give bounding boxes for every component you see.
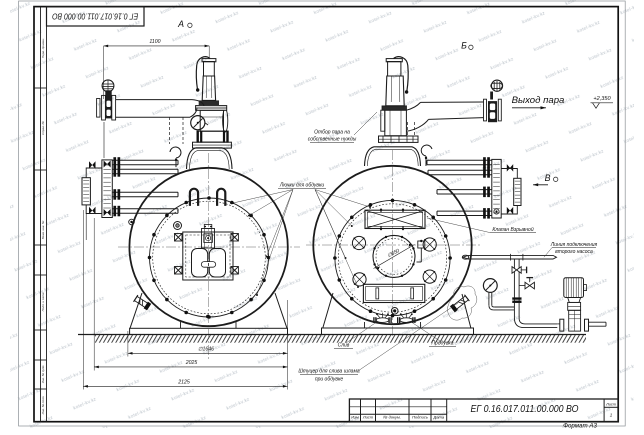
svg-text:Инв. № дубл.: Инв. № дубл.	[41, 365, 45, 384]
svg-text:+2,350: +2,350	[593, 96, 611, 102]
svg-text:Выход пара: Выход пара	[512, 95, 565, 106]
svg-text:Продувка: Продувка	[431, 341, 453, 347]
svg-text:Лючки для обдувки: Лючки для обдувки	[279, 183, 325, 189]
svg-text:Клапан Взрывной: Клапан Взрывной	[492, 226, 533, 233]
svg-text:1100: 1100	[149, 39, 160, 45]
svg-text:ЕГ 0.16.017.011.00.000 ВО: ЕГ 0.16.017.011.00.000 ВО	[52, 11, 138, 20]
svg-text:второго насоса: второго насоса	[555, 249, 593, 255]
svg-text:Изм: Изм	[351, 414, 359, 419]
svg-text:Б: Б	[461, 41, 467, 51]
svg-text:∅1646: ∅1646	[198, 347, 214, 353]
svg-text:Штуцер для слива шлама: Штуцер для слива шлама	[298, 369, 360, 375]
svg-text:2025: 2025	[185, 360, 198, 366]
svg-text:Отбор пара на: Отбор пара на	[314, 130, 350, 136]
svg-text:Лист: Лист	[362, 414, 374, 419]
svg-text:Дата: Дата	[433, 414, 445, 419]
svg-text:Справ. №: Справ. №	[41, 120, 45, 134]
svg-text:В: В	[545, 173, 551, 183]
svg-text:собственные нужды: собственные нужды	[308, 137, 357, 143]
svg-text:Линия подключения: Линия подключения	[550, 242, 598, 248]
svg-text:Инв. № подл.: Инв. № подл.	[41, 396, 45, 415]
svg-text:при обдувке: при обдувке	[315, 377, 344, 383]
svg-text:Перв. примен.: Перв. примен.	[41, 38, 45, 58]
svg-text:Подп. и дата: Подп. и дата	[41, 292, 45, 311]
svg-text:№ докум.: № докум.	[383, 414, 401, 419]
svg-text:2125: 2125	[177, 380, 190, 386]
svg-text:А: А	[177, 19, 184, 29]
svg-text:Лист: Лист	[605, 402, 616, 406]
svg-text:Взам. инв. №: Взам. инв. №	[41, 220, 45, 239]
svg-text:Подпись: Подпись	[412, 414, 428, 419]
svg-text:Формат А3: Формат А3	[563, 423, 597, 430]
svg-text:Слив: Слив	[338, 343, 350, 349]
svg-text:ЕГ 0.16.017.011.00.000 ВО: ЕГ 0.16.017.011.00.000 ВО	[471, 403, 579, 415]
